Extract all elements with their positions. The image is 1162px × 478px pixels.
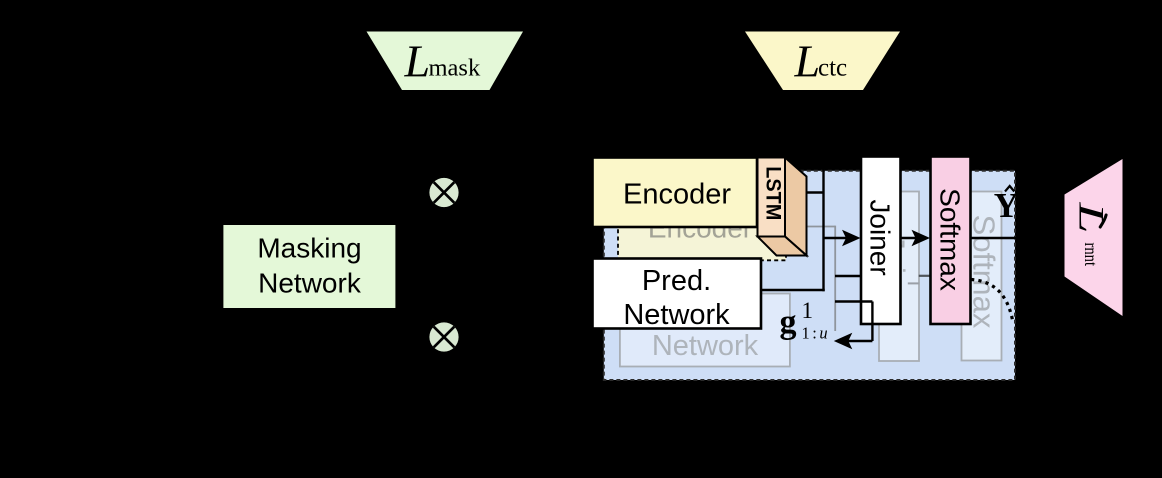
svg-text:1:u: 1:u: [802, 324, 831, 343]
svg-text:Y: Y: [994, 187, 1019, 225]
svg-text:ctc: ctc: [818, 55, 847, 82]
svg-text:Joiner: Joiner: [865, 199, 896, 275]
svg-text:Encoder: Encoder: [623, 179, 731, 211]
svg-text:Network: Network: [258, 268, 362, 299]
svg-text:L: L: [404, 36, 431, 87]
svg-text:Network: Network: [623, 299, 730, 331]
svg-text:Softmax: Softmax: [934, 188, 965, 291]
svg-text:L: L: [794, 36, 821, 87]
svg-text:Network: Network: [652, 330, 759, 362]
svg-text:mask: mask: [429, 55, 481, 82]
svg-text:1: 1: [802, 298, 814, 323]
svg-text:g: g: [780, 304, 797, 341]
svg-text:Softmax: Softmax: [967, 215, 1002, 329]
svg-text:Masking: Masking: [257, 233, 361, 264]
svg-text:Pred.: Pred.: [642, 265, 711, 297]
svg-text:rnnt: rnnt: [1081, 243, 1101, 267]
svg-text:LSTM: LSTM: [761, 166, 785, 220]
